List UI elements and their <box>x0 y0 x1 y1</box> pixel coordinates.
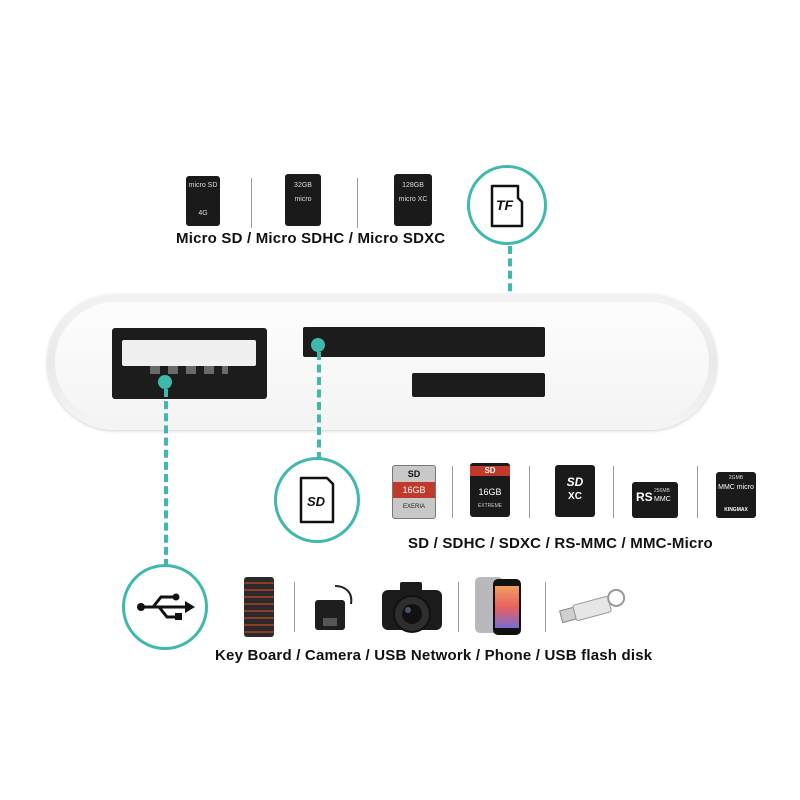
micro-sd-card-2: 32GB micro <box>285 174 321 226</box>
card-label: micro SD <box>188 182 218 189</box>
camera-image <box>378 578 448 640</box>
ethernet-adapter-icon <box>315 585 353 630</box>
card-sub: micro <box>294 196 312 203</box>
sd-label: SD <box>307 494 326 509</box>
divider <box>697 466 698 518</box>
tf-label: TF <box>496 197 514 213</box>
sdxc-card: SD XC <box>555 465 595 517</box>
card-sub: EXTREME <box>477 503 503 509</box>
phone-image <box>475 577 525 635</box>
card-label: 128GB <box>402 182 424 189</box>
usb-flash-disk-image <box>556 588 632 628</box>
card-label: 16GB <box>478 487 502 497</box>
sd-card-slot <box>303 327 545 357</box>
usb-connector-line <box>164 389 168 567</box>
sd-card-icon <box>299 476 335 524</box>
card-label: 32GB <box>294 182 312 189</box>
card-label: XC <box>568 491 582 502</box>
tf-badge: TF <box>467 165 547 245</box>
keyboard-image <box>244 577 274 637</box>
card-top: 2GMB <box>728 475 744 481</box>
usb-port-tongue <box>122 340 256 366</box>
divider <box>529 466 530 518</box>
phone-screen <box>495 586 519 628</box>
tf-card-icon <box>490 184 524 228</box>
usb-icon <box>137 593 195 620</box>
card-sub: 4G <box>198 210 208 217</box>
divider <box>251 178 252 228</box>
card-label: MMC micro <box>718 484 754 491</box>
divider <box>458 582 459 632</box>
sd-connector-line <box>317 352 321 460</box>
sd-badge: SD <box>274 457 360 543</box>
card-top: SD <box>470 466 510 476</box>
usb-port-contacts <box>150 366 228 374</box>
rs-mmc-card: RS MMC 256MB <box>632 482 678 518</box>
divider <box>545 582 546 632</box>
card-top: SD <box>407 469 421 479</box>
usb-devices-caption: Key Board / Camera / USB Network / Phone… <box>215 647 653 664</box>
usb-badge <box>122 564 208 650</box>
card-sub: 256MB <box>654 488 670 494</box>
flash-drive-icon <box>558 588 626 624</box>
card-sub: KINGMAX <box>724 507 748 513</box>
mmc-micro-card: 2GMB MMC micro KINGMAX <box>716 472 756 518</box>
sd-connector-dot <box>311 338 325 352</box>
card-label: MMC <box>654 496 671 503</box>
camera-icon <box>382 582 442 633</box>
card-label: 16GB <box>393 482 435 498</box>
usb-network-adapter-image <box>305 582 357 638</box>
divider <box>294 582 295 632</box>
divider <box>613 466 614 518</box>
sd-card-1: SD 16GB EXERIA <box>392 465 436 519</box>
card-sub: micro XC <box>398 196 428 203</box>
card-sub: EXERIA <box>402 504 425 510</box>
card-top: SD <box>566 475 584 489</box>
sd-mmc-caption: SD / SDHC / SDXC / RS-MMC / MMC-Micro <box>408 535 713 552</box>
tf-card-slot <box>412 373 545 397</box>
divider <box>357 178 358 228</box>
divider <box>452 466 453 518</box>
card-top: RS <box>636 490 653 504</box>
phone-front <box>493 579 521 635</box>
micro-sd-card-3: 128GB micro XC <box>394 174 432 226</box>
micro-sd-card-1: micro SD 4G <box>186 176 220 226</box>
sd-card-2: SD 16GB EXTREME <box>470 463 510 517</box>
usb-connector-dot <box>158 375 172 389</box>
micro-sd-caption: Micro SD / Micro SDHC / Micro SDXC <box>176 230 446 247</box>
